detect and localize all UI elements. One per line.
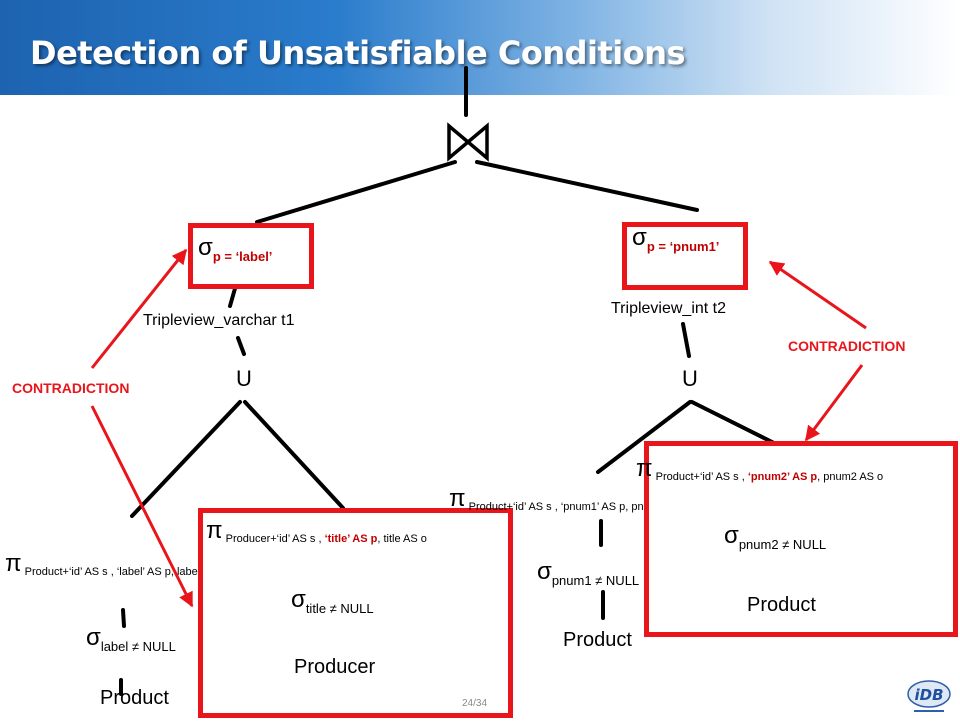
- left-projection-box: [198, 508, 513, 718]
- left-projection-2: π Producer+‘id’ AS s , ‘title’ AS p, tit…: [206, 517, 427, 545]
- right-union: U: [682, 366, 698, 391]
- right-projection-2: π Product+‘id’ AS s , ‘pnum2’ AS p, pnum…: [636, 455, 884, 483]
- svg-text:iDB: iDB: [914, 686, 943, 704]
- contradiction-label-right: CONTRADICTION: [788, 338, 906, 354]
- right-projection-box: [644, 441, 958, 637]
- right-relation-1: Product: [563, 629, 632, 651]
- left-selection-2: σtitle ≠ NULL: [291, 586, 374, 616]
- left-selection: σp = ‘label’: [198, 234, 273, 264]
- join-bowtie-icon: [447, 122, 489, 162]
- left-relation-2: Producer: [294, 656, 376, 678]
- left-projection-1: π Product+‘id’ AS s , ‘label’ AS p, labe…: [5, 550, 227, 578]
- left-relation-1: Product: [100, 687, 169, 709]
- right-selection-2: σpnum2 ≠ NULL: [724, 522, 827, 552]
- slide-title: Detection of Unsatisfiable Conditions: [30, 34, 686, 72]
- left-selection-box: [188, 223, 314, 289]
- right-selection-1: σpnum1 ≠ NULL: [537, 558, 640, 588]
- right-selection-box: [622, 222, 748, 290]
- slide-page-number: 24/34: [462, 698, 488, 709]
- right-projection-1: π Product+‘id’ AS s , ‘pnum1’ AS p, pnum…: [449, 485, 692, 513]
- right-table-label: Tripleview_int t2: [611, 300, 727, 317]
- left-table-label: Tripleview_varchar t1: [143, 312, 295, 329]
- right-selection: σp = ‘pnum1’: [632, 224, 720, 254]
- left-selection-1: σlabel ≠ NULL: [86, 624, 176, 654]
- idb-logo: iDB: [906, 676, 952, 716]
- contradiction-label-left: CONTRADICTION: [12, 380, 130, 396]
- title-banner: [0, 0, 960, 95]
- right-relation-2: Product: [747, 594, 816, 616]
- left-union: U: [236, 366, 252, 391]
